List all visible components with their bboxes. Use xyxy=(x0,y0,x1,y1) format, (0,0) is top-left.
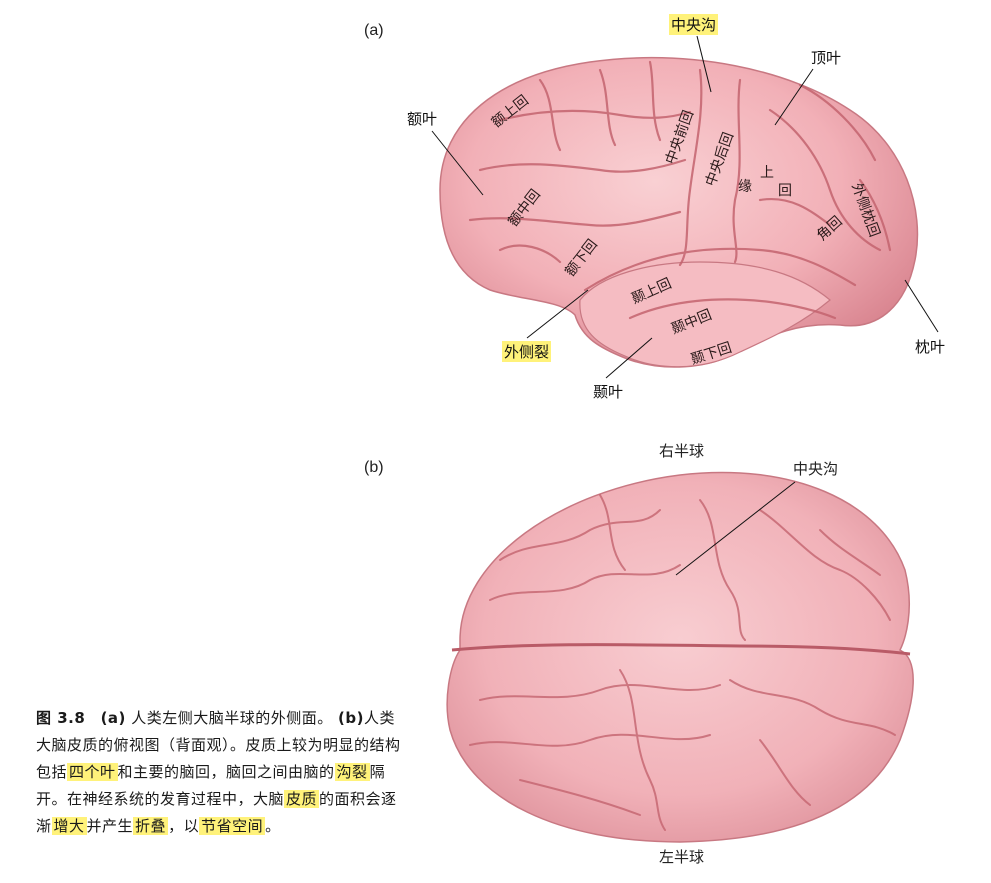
caption-part-b-text-4: 的面积会逐渐 xyxy=(36,790,397,835)
caption-highlight-save-space: 节省空间 xyxy=(199,817,266,835)
leader-frontal xyxy=(431,130,484,196)
longitudinal-fissure xyxy=(451,643,911,656)
dorsal-brain-outline xyxy=(446,471,914,843)
caption-part-b-text-1: 人类大脑皮质的俯视图（背面观）。皮质上较为明显的结构包括 xyxy=(36,709,401,781)
label-temporal-lobe: 颞叶 xyxy=(593,383,624,401)
lateral-brain xyxy=(439,57,919,368)
dorsal-brain xyxy=(446,471,914,843)
caption-highlight-fold: 折叠 xyxy=(133,817,169,835)
label-occipital-lobe: 枕叶 xyxy=(915,338,946,356)
caption-highlight-cortex: 皮质 xyxy=(284,790,320,808)
label-dorsal-central-sulcus: 中央沟 xyxy=(793,460,839,478)
leader-central-sulcus xyxy=(696,35,712,93)
dorsal-sulci xyxy=(469,494,896,831)
caption-part-b-text-2: 和主要的脑回，脑回之间由脑的 xyxy=(117,763,335,781)
label-supramarginal-gyrus-1: 缘 xyxy=(738,179,752,195)
label-right-hemisphere: 右半球 xyxy=(659,442,705,460)
lateral-fissure-line xyxy=(583,247,857,292)
panel-b-label: (b) xyxy=(364,459,384,476)
label-central-sulcus: 中央沟 xyxy=(669,14,719,35)
caption-part-b-marker: (b) xyxy=(338,709,364,727)
leader-dorsal-central-sulcus xyxy=(675,481,796,576)
caption-part-b-text-6: ，以 xyxy=(168,817,200,835)
leader-occipital xyxy=(904,279,939,333)
label-supramarginal-gyrus-3: 回 xyxy=(778,183,792,199)
caption-figure-number: 图 3.8 xyxy=(36,709,86,727)
caption-part-a-text: 人类左侧大脑半球的外侧面。 xyxy=(131,709,333,727)
caption-part-b-text-5: 并产生 xyxy=(86,817,134,835)
caption-part-b-text-3: 隔开。在神经系统的发育过程中，大脑 xyxy=(36,763,386,808)
panel-a-label: (a) xyxy=(364,22,384,39)
label-lateral-fissure: 外侧裂 xyxy=(502,341,552,362)
central-sulcus-line xyxy=(678,68,703,267)
lateral-sulci xyxy=(468,60,892,320)
leader-parietal xyxy=(774,68,814,126)
caption-highlight-four-lobes: 四个叶 xyxy=(67,763,118,781)
temporal-lobe-shape xyxy=(579,261,831,368)
label-frontal-lobe: 额叶 xyxy=(407,110,438,128)
caption-part-a-marker: (a) xyxy=(100,709,126,727)
caption-highlight-enlarge: 增大 xyxy=(51,817,87,835)
leader-lines-a xyxy=(431,35,939,379)
leader-lateral-fissure xyxy=(526,289,589,339)
leader-temporal xyxy=(605,337,653,379)
caption-highlight-fissures: 沟裂 xyxy=(334,763,370,781)
caption-part-b-text-7: 。 xyxy=(265,817,281,835)
label-left-hemisphere: 左半球 xyxy=(659,848,705,866)
figure-caption: 图 3.8 (a) 人类左侧大脑半球的外侧面。 (b)人类大脑皮质的俯视图（背面… xyxy=(36,705,401,840)
label-parietal-lobe: 顶叶 xyxy=(811,49,842,67)
label-supramarginal-gyrus-2: 上 xyxy=(760,165,774,181)
